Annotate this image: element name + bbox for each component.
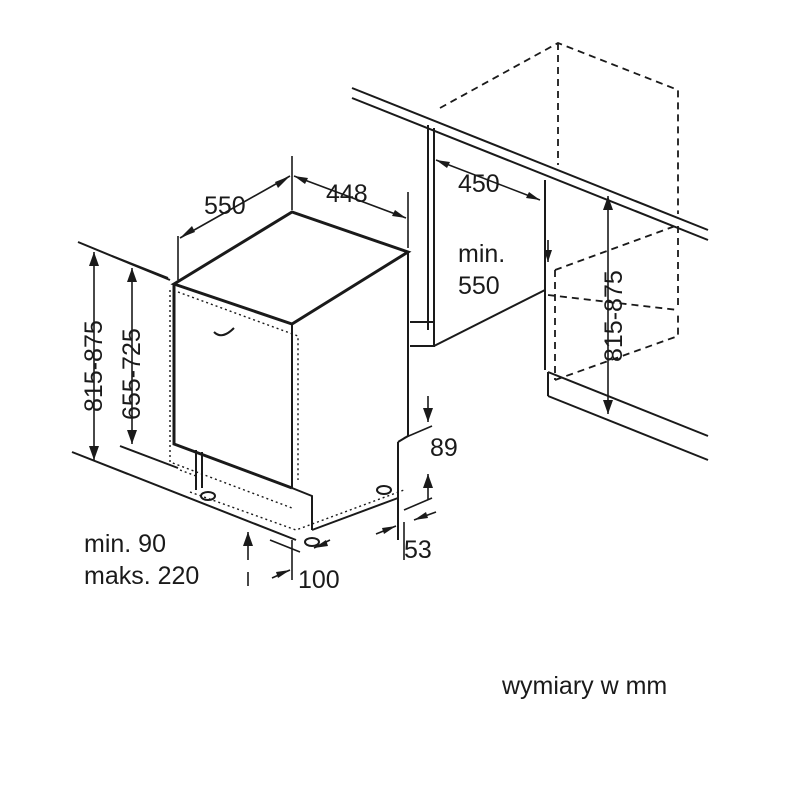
niche-dashed-outline bbox=[439, 42, 679, 381]
label-plinth-height: 89 bbox=[430, 434, 458, 462]
dim-height-door-line bbox=[127, 268, 137, 444]
floor-lines bbox=[71, 241, 297, 541]
dishwasher-body bbox=[169, 210, 412, 547]
label-height-total: 815-875 bbox=[80, 320, 108, 412]
dim-toe-kick-line bbox=[243, 532, 301, 586]
label-niche-height: 815-875 bbox=[600, 270, 628, 362]
label-plinth-depth: 53 bbox=[404, 536, 432, 564]
label-foot-offset: 100 bbox=[298, 566, 340, 594]
units-note: wymiary w mm bbox=[501, 672, 667, 700]
label-depth-top: 550 bbox=[204, 192, 246, 220]
dim-foot-offset-line bbox=[271, 539, 331, 580]
dim-depth-top-line bbox=[177, 156, 293, 280]
label-niche-width: 450 bbox=[458, 170, 500, 198]
label-toe-kick-max: maks. 220 bbox=[84, 562, 199, 590]
dim-height-total-line bbox=[89, 252, 99, 460]
label-niche-depth-min: min. bbox=[458, 240, 505, 268]
dim-plinth-height-line bbox=[403, 396, 433, 511]
dim-niche-height-line bbox=[603, 196, 613, 414]
dim-niche-width-line bbox=[435, 159, 541, 201]
label-toe-kick-min: min. 90 bbox=[84, 530, 166, 558]
countertop bbox=[351, 87, 709, 461]
label-height-door: 655-725 bbox=[118, 328, 146, 420]
label-width-top: 448 bbox=[326, 180, 368, 208]
label-niche-depth-value: 550 bbox=[458, 272, 500, 300]
dim-niche-depth-line bbox=[544, 240, 552, 262]
dim-plinth-depth-line bbox=[375, 511, 437, 560]
dim-width-top-line bbox=[293, 175, 409, 248]
